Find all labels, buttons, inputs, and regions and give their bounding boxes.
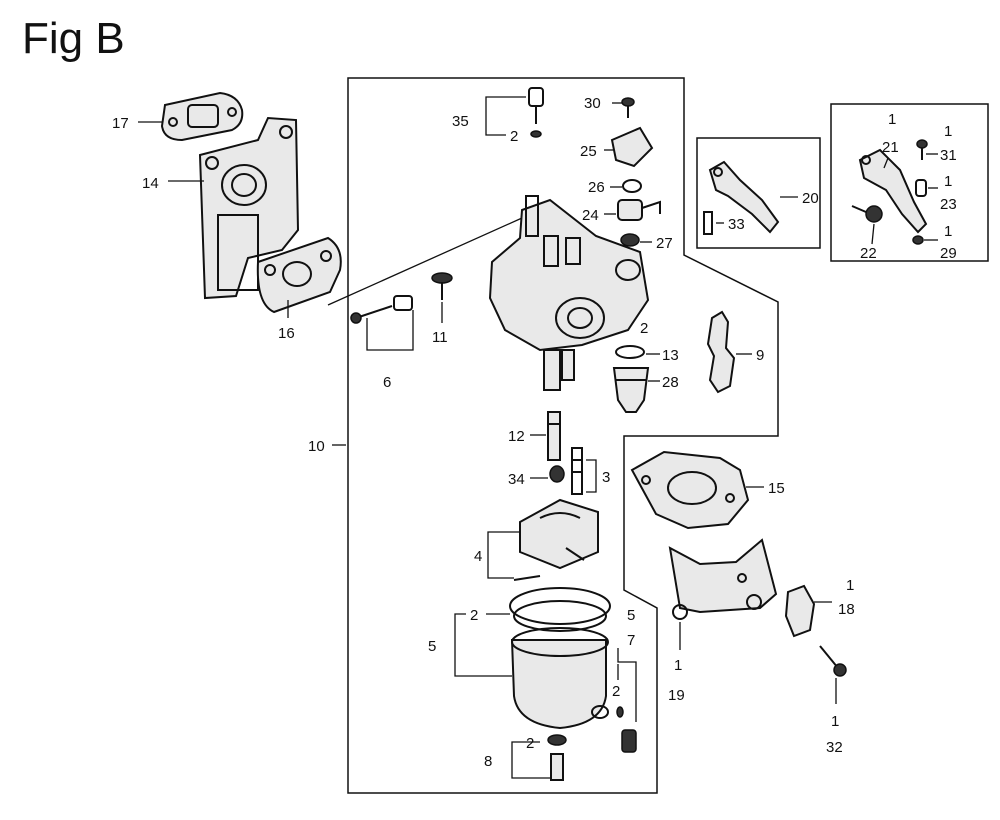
part-9-lever <box>706 310 736 394</box>
part-32-bolt <box>819 645 847 677</box>
callout-3: 3 <box>602 469 610 486</box>
part-29-washer <box>912 235 924 245</box>
part-15-gasket <box>630 450 750 530</box>
part-31-screw <box>916 139 928 160</box>
part-19-bracket <box>668 538 778 620</box>
carburetor-assembly-frame <box>347 77 779 794</box>
part-14-bracket <box>198 116 300 300</box>
callout-7-qty: 2 <box>612 683 620 700</box>
part-8-bolt <box>547 734 567 781</box>
callout-5: 5 <box>428 638 436 655</box>
callout-4: 4 <box>474 548 482 565</box>
callout-30: 30 <box>584 95 601 112</box>
part-17-gasket <box>160 91 244 142</box>
callout-20: 20 <box>802 190 819 207</box>
callout-23: 23 <box>940 196 957 213</box>
callout-34: 34 <box>508 471 525 488</box>
callout-9: 9 <box>756 347 764 364</box>
part-4-float <box>513 498 599 581</box>
callout-8-qty: 2 <box>526 735 534 752</box>
part-25-cap <box>610 126 654 168</box>
alignment-line <box>327 217 523 306</box>
callout-29-qty: 1 <box>944 223 952 240</box>
callout-22: 22 <box>860 245 877 262</box>
callout-18-qty: 1 <box>846 577 854 594</box>
governor-arm-frame <box>830 103 989 262</box>
callout-8: 8 <box>484 753 492 770</box>
part-26-spring <box>622 179 642 193</box>
callout-19: 19 <box>668 687 685 704</box>
callout-24: 24 <box>582 207 599 224</box>
part-7-drain-screw <box>616 706 637 753</box>
part-16-gasket <box>256 236 342 314</box>
callout-31-qty: 1 <box>944 123 952 140</box>
callout-5-qty: 2 <box>470 607 478 624</box>
callout-15: 15 <box>768 480 785 497</box>
part-35-screw <box>528 87 544 138</box>
callout-11: 11 <box>432 329 448 346</box>
callout-21: 21 <box>882 139 899 156</box>
callout-14: 14 <box>142 175 159 192</box>
lever-subassembly-frame <box>696 137 821 249</box>
part-10-carburetor-body <box>488 195 650 391</box>
leader-lines <box>138 96 938 779</box>
part-13-o-ring <box>615 345 645 359</box>
callout-35-qty: 2 <box>510 128 518 145</box>
part-23-nut <box>915 179 927 197</box>
callout-6: 6 <box>383 374 391 391</box>
part-30-pin <box>621 97 635 118</box>
callout-7-kit: 5 <box>627 607 635 624</box>
callout-13: 13 <box>662 347 679 364</box>
part-28-bowl-plug <box>612 367 650 413</box>
callout-16: 16 <box>278 325 295 342</box>
callout-19-qty: 1 <box>674 657 682 674</box>
callout-25: 25 <box>580 143 597 160</box>
part-6-pilot-screw <box>350 295 413 324</box>
callout-12: 12 <box>508 428 525 445</box>
part-34-nozzle <box>549 465 565 483</box>
callout-27: 27 <box>656 235 673 252</box>
part-3-needle <box>571 447 583 495</box>
part-21-governor-arm <box>858 148 928 234</box>
callout-31: 31 <box>940 147 957 164</box>
part-11-screw <box>431 272 453 300</box>
part-18-clip <box>784 584 816 638</box>
part-12-jet <box>547 411 561 461</box>
callout-13-qty: 2 <box>640 320 648 337</box>
callout-26: 26 <box>588 179 605 196</box>
callout-35: 35 <box>452 113 469 130</box>
callout-7: 7 <box>627 632 635 649</box>
callout-10: 10 <box>308 438 325 455</box>
callout-23-qty: 1 <box>944 173 952 190</box>
part-22-spring <box>851 205 883 223</box>
callout-17: 17 <box>112 115 129 132</box>
callout-32-qty: 1 <box>831 713 839 730</box>
part-24-valve <box>617 199 661 221</box>
callout-33: 33 <box>728 216 745 233</box>
callout-21-qty: 1 <box>888 111 896 128</box>
callout-29: 29 <box>940 245 957 262</box>
part-33-pin <box>703 211 713 235</box>
callout-32: 32 <box>826 739 843 756</box>
callout-18: 18 <box>838 601 855 618</box>
figure-title: Fig B <box>22 14 125 63</box>
callout-28: 28 <box>662 374 679 391</box>
part-20-lever-arm <box>708 160 780 234</box>
part-27-washer <box>620 233 640 247</box>
part-5-float-bowl <box>509 587 611 730</box>
